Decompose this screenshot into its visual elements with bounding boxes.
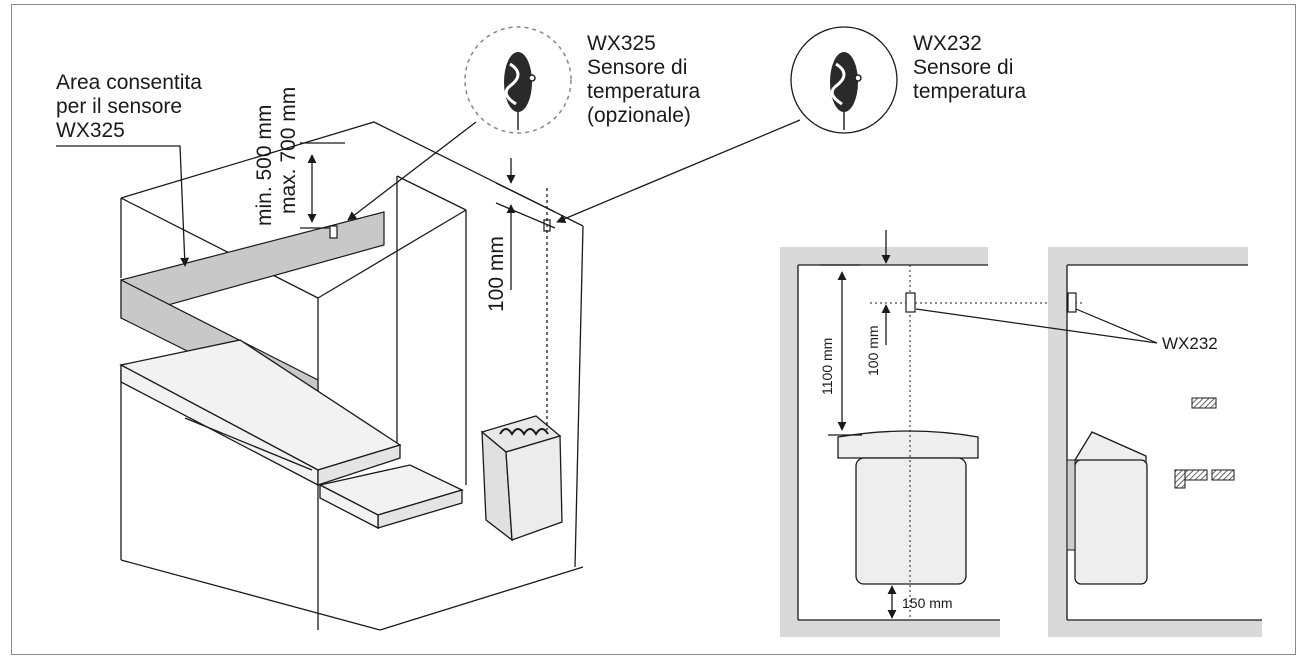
height-1100mm-label: 1100 mm xyxy=(819,338,835,395)
min-500-label: min. 500 mm xyxy=(253,105,276,226)
wx232-label-line1: WX232 xyxy=(913,32,982,55)
wx325-sensor-callout xyxy=(464,26,572,134)
wx232-sensor-icon xyxy=(830,52,862,130)
max-700-label: max. 700 mm xyxy=(277,87,300,214)
heater-isometric xyxy=(480,415,563,542)
wx232-label-line2: Sensore di xyxy=(913,56,1013,79)
area-label-line3: WX325 xyxy=(56,119,125,142)
floor-150mm-label: 150 mm xyxy=(902,595,953,611)
wx325-label-line1: WX325 xyxy=(587,32,656,55)
ceiling-100mm-label: 100 mm xyxy=(485,236,508,312)
wx232-front-sensor xyxy=(905,292,916,313)
wx232-label-line3: temperatura xyxy=(913,80,1027,103)
wx325-label-line2: Sensore di xyxy=(587,56,687,79)
area-label-line2: per il sensore xyxy=(56,95,182,118)
wx325-label: WX325 Sensore di temperatura (opzionale) xyxy=(587,32,701,127)
wx325-sensor-marker xyxy=(329,225,338,239)
area-label-line1: Area consentita xyxy=(56,71,202,94)
area-label: Area consentita per il sensore WX325 xyxy=(56,71,202,142)
wx232-side-label: WX232 xyxy=(1162,334,1218,353)
height-dimension-500-700 xyxy=(300,142,345,229)
wx325-label-line3: temperatura xyxy=(587,80,701,103)
ceiling-offset-dimension xyxy=(495,158,556,430)
leader-lines xyxy=(56,119,801,267)
front-100mm-label: 100 mm xyxy=(865,325,881,376)
side-view-panel xyxy=(915,247,1262,637)
sauna-benches xyxy=(119,339,464,530)
front-view-panel xyxy=(780,230,1084,637)
wx232-label: WX232 Sensore di temperatura xyxy=(913,32,1027,103)
wx232-side-sensor xyxy=(1067,292,1077,313)
wx232-sensor-callout xyxy=(790,26,898,134)
wx325-label-line4: (opzionale) xyxy=(587,104,691,127)
wx325-sensor-icon xyxy=(504,52,536,130)
